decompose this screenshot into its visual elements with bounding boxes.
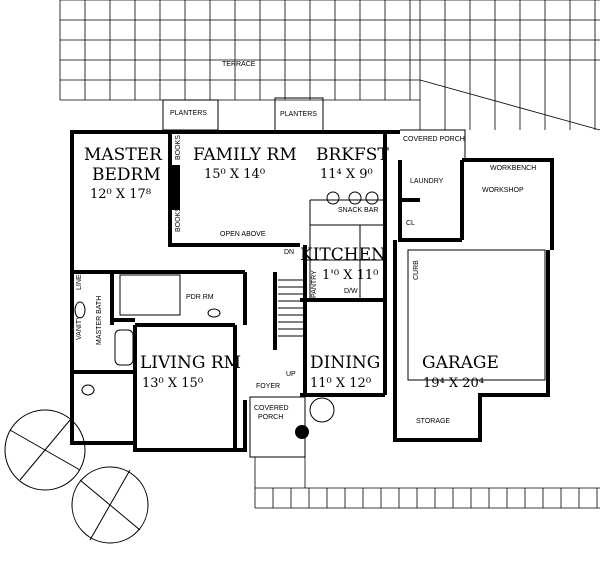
storage-label: STORAGE xyxy=(416,418,450,425)
room-name: DINING xyxy=(310,353,380,373)
room-dimensions: 13⁰ X 15⁰ xyxy=(142,376,203,391)
powder-room-label: PDR RM xyxy=(186,294,214,301)
planters: PLANTERS PLANTERS xyxy=(162,97,324,132)
room-dimensions: 15⁰ X 14⁰ xyxy=(204,167,265,182)
walkway-paving xyxy=(254,457,600,509)
room-dimensions: 11⁴ X 9⁰ xyxy=(320,167,373,182)
room-dimensions: 12⁰ X 17⁸ xyxy=(90,187,151,202)
room-name: BRKFST xyxy=(316,145,389,165)
room-name: MASTER xyxy=(84,145,163,165)
stairs-up-label: UP xyxy=(286,371,296,378)
books-label: BOOKS xyxy=(175,207,182,232)
planter-pot xyxy=(295,425,309,439)
bath-fixtures xyxy=(74,274,221,396)
books-label: BOOKS xyxy=(175,135,182,160)
curb-label: CURB xyxy=(413,260,420,280)
room-name: FAMILY RM xyxy=(193,145,297,165)
planter-label: PLANTERS xyxy=(170,110,207,117)
linen-label: LINEN xyxy=(76,269,83,290)
paving-line xyxy=(419,79,600,131)
closet-label: CL xyxy=(406,220,415,227)
workbench-label: WORKBENCH xyxy=(490,165,536,172)
trees xyxy=(4,397,335,544)
laundry-label: LAUNDRY xyxy=(410,178,444,185)
terrace-paving: TERRACE xyxy=(59,0,600,131)
walls xyxy=(70,129,554,452)
snack-bar-label: SNACK BAR xyxy=(338,207,378,214)
fireplace xyxy=(170,165,180,210)
covered-porch-label: PORCH xyxy=(258,414,283,421)
vanity-label: VANITY xyxy=(76,315,83,340)
master-bath-label: MASTER BATH xyxy=(96,296,103,345)
room-name: GARAGE xyxy=(422,353,499,373)
planter-label: PLANTERS xyxy=(280,111,317,118)
stairs xyxy=(278,279,303,337)
covered-porch-label: COVERED PORCH xyxy=(403,136,465,143)
open-above-label: OPEN ABOVE xyxy=(220,231,266,238)
room-name: LIVING RM xyxy=(140,353,241,373)
room-dimensions: 19⁴ X 20⁴ xyxy=(423,376,484,391)
room-name: BEDRM xyxy=(92,165,161,185)
covered-porch-label: COVERED xyxy=(254,405,289,412)
kitchen-counters xyxy=(305,191,385,300)
room-dimensions: 11⁰ X 12⁰ xyxy=(310,376,371,391)
stairs-down-label: DN xyxy=(284,249,294,256)
workshop-label: WORKSHOP xyxy=(482,187,524,194)
dishwasher-label: D/W xyxy=(344,288,358,295)
room-name: KITCHEN xyxy=(300,245,386,265)
foyer-label: FOYER xyxy=(256,383,280,390)
terrace-label: TERRACE xyxy=(222,61,256,68)
pantry-label: PANTRY xyxy=(311,270,318,298)
room-dimensions: 1'⁰ X 11⁰ xyxy=(322,268,378,283)
